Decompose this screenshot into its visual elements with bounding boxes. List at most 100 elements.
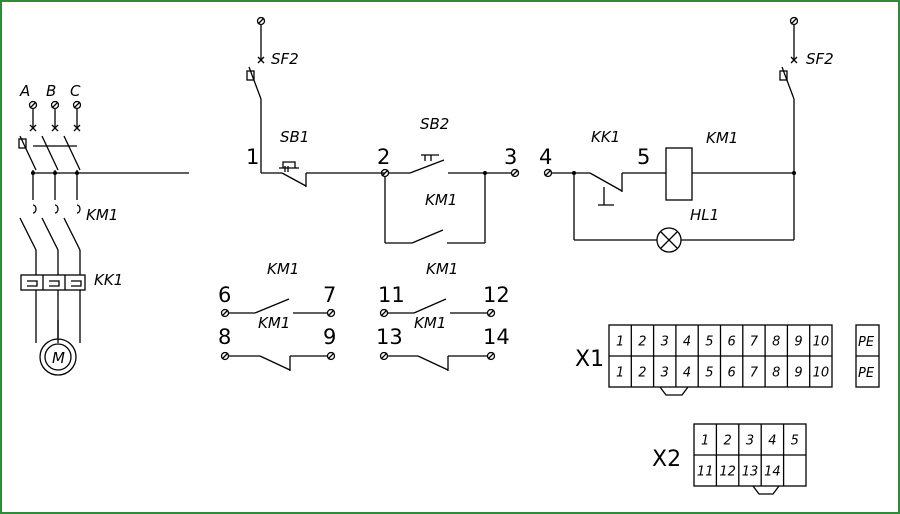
x2-bottom-cell-3: 13	[742, 465, 759, 480]
x1-bottom-cell-8: 8	[772, 366, 780, 381]
aux-contact-2-b: 12	[483, 283, 510, 307]
aux-contact-3-a: 8	[218, 325, 231, 349]
x2-top-cell-2: 2	[723, 434, 731, 449]
aux-contact-2	[413, 298, 447, 314]
overload-relay	[20, 274, 86, 291]
aux-contact-4-a: 13	[376, 325, 403, 349]
aux-contact-3	[259, 355, 291, 371]
aux-contact-3-b: 9	[323, 325, 336, 349]
terminal-block-x1-label: X1	[575, 347, 604, 372]
x1-top-cell-10: 10	[813, 335, 830, 350]
pe-bottom-label: PE	[858, 366, 875, 381]
start-button-actuator	[421, 154, 439, 161]
aux-contact-2-a: 11	[378, 283, 405, 307]
power-circuit: A B C	[18, 82, 189, 376]
aux-contact-2-label: KM1	[426, 260, 458, 278]
stop-button-contact	[281, 172, 307, 187]
lamp-label: HL1	[690, 206, 719, 224]
breaker-left-terminal	[256, 16, 266, 26]
stop-button-actuator	[279, 161, 299, 169]
breaker-left-label: SF2	[271, 50, 299, 68]
phase-b-terminal	[50, 100, 60, 110]
contactor-label: KM1	[86, 206, 118, 224]
motor-label: M	[52, 349, 65, 367]
contactor-blade-c	[63, 217, 81, 251]
x1-top-cell-5: 5	[705, 335, 713, 350]
coil-circuit: 4 KK1 5 KM1 HL1 SF2	[539, 16, 834, 253]
phase-c-label: C	[70, 82, 81, 100]
x1-bottom-cell-5: 5	[705, 366, 713, 381]
breaker-blade-a	[19, 135, 37, 171]
x1-bottom-cell-1: 1	[616, 366, 624, 381]
stop-button-label: SB1	[280, 128, 309, 146]
aux-contact-4-b: 14	[483, 325, 510, 349]
x1-top-cell-6: 6	[728, 335, 736, 350]
node-2-label: 2	[377, 145, 390, 169]
breaker-right-label: SF2	[806, 50, 834, 68]
pe-top-label: PE	[858, 335, 875, 350]
breaker-blade-b	[41, 135, 59, 171]
aux-contact-4-label: KM1	[414, 314, 446, 332]
contactor-blade-b	[41, 217, 59, 251]
x2-top-cell-4: 4	[768, 434, 776, 449]
x2-bottom-cell-4: 14	[764, 465, 781, 480]
x1-top-cell-9: 9	[794, 335, 802, 350]
control-circuit: SF2 1 SB1 2 SB2 3 KM1	[246, 16, 520, 244]
contactor-coil	[665, 147, 693, 201]
x1-bottom-cell-6: 6	[728, 366, 736, 381]
x1-top-cell-3: 3	[661, 335, 669, 350]
node-1-label: 1	[246, 145, 259, 169]
breaker-blade-c	[63, 135, 81, 171]
node-4-terminal	[543, 168, 553, 178]
phase-c-terminal	[72, 100, 82, 110]
x1-bottom-cell-3: 3	[661, 366, 669, 381]
phase-a-label: A	[19, 82, 30, 100]
hold-contact	[411, 229, 444, 244]
thermal-actuator	[598, 187, 614, 206]
overload-label: KK1	[94, 271, 123, 289]
x1-bottom-cell-9: 9	[794, 366, 802, 381]
x1-top-cell-8: 8	[772, 335, 780, 350]
phase-b-label: B	[46, 82, 56, 100]
aux-contact-4	[417, 355, 449, 371]
node-5-label: 5	[637, 145, 650, 169]
contactor-blade-a	[19, 217, 37, 251]
x2-top-cell-3: 3	[746, 434, 754, 449]
x1-top-cell-1: 1	[616, 335, 624, 350]
x2-bottom-cell-2: 12	[719, 465, 736, 480]
aux-contact-3-label: KM1	[258, 314, 290, 332]
coil-label: KM1	[706, 129, 738, 147]
aux-contact-1-label: KM1	[267, 260, 299, 278]
aux-contact-1-b: 7	[323, 283, 336, 307]
x1-bottom-cell-10: 10	[813, 366, 830, 381]
node-2-terminal	[380, 168, 390, 178]
phase-a-terminal	[28, 100, 38, 110]
breaker-right-terminal	[789, 16, 799, 26]
x1-bottom-cell-2: 2	[638, 366, 646, 381]
thermal-contact	[589, 172, 623, 192]
x2-top-cell-1: 1	[701, 434, 709, 449]
x1-top-cell-4: 4	[683, 335, 691, 350]
aux-contact-1-a: 6	[218, 283, 231, 307]
aux-contact-1	[254, 298, 290, 314]
node-3-terminal	[510, 168, 520, 178]
motor	[39, 338, 77, 376]
x1-top-cell-7: 7	[750, 335, 759, 350]
breaker-left-blade	[248, 66, 262, 100]
x1-bottom-cell-7: 7	[750, 366, 759, 381]
start-button-label: SB2	[420, 115, 449, 133]
x2-bottom-cell-1: 11	[697, 465, 714, 480]
breaker-right-blade	[781, 66, 795, 100]
x1-bottom-cell-4: 4	[683, 366, 691, 381]
node-3-label: 3	[504, 145, 517, 169]
start-button-contact	[409, 159, 445, 174]
node-4-label: 4	[539, 145, 552, 169]
hold-contact-label: KM1	[425, 191, 457, 209]
terminal-block-x2-label: X2	[652, 447, 681, 472]
aux-contacts: KM1 6 7 KM1 8 9 KM1 11 12 KM1 13 14	[218, 260, 510, 371]
thermal-contact-label: KK1	[591, 128, 620, 146]
